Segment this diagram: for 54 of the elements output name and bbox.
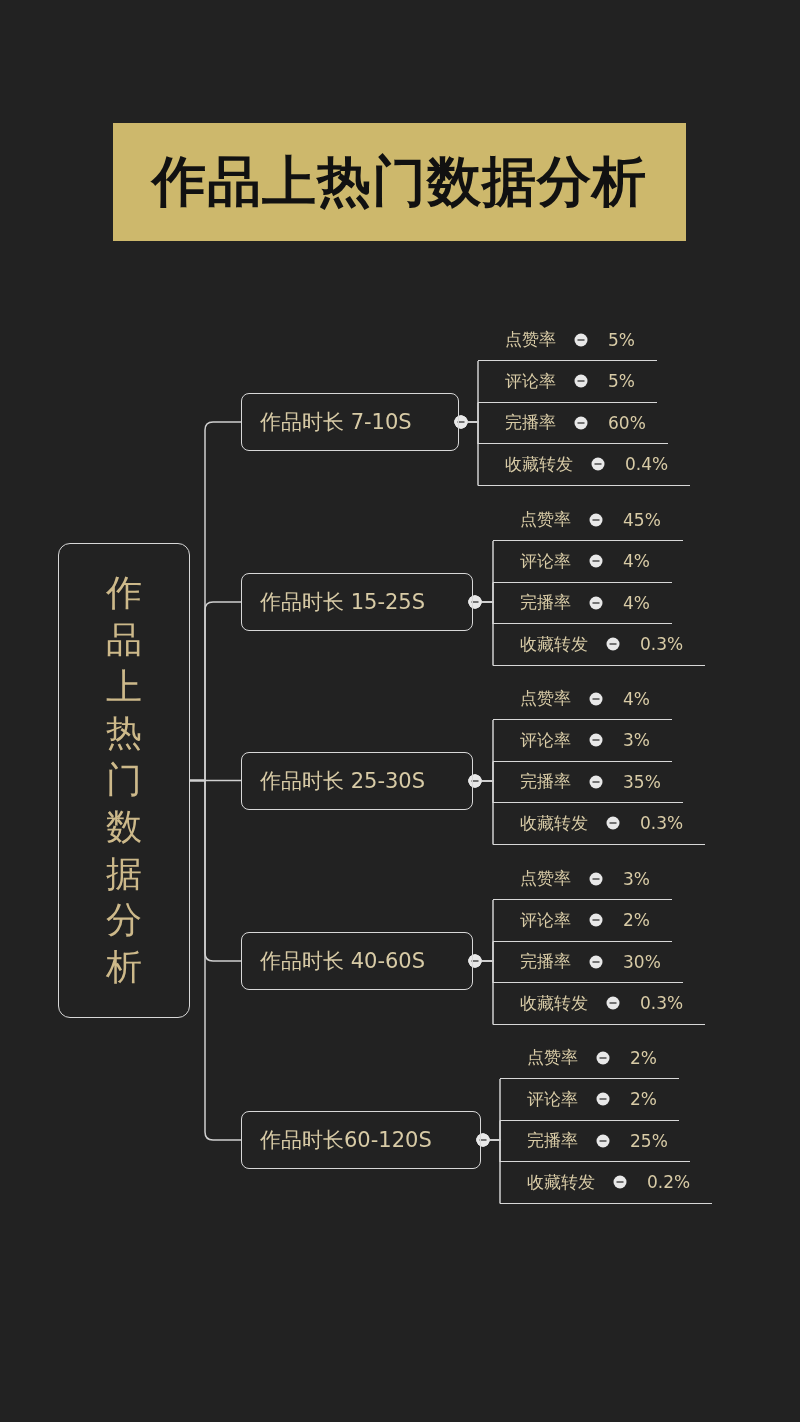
metric-name: 收藏转发: [520, 991, 588, 1015]
metric-name: 点赞率: [520, 687, 571, 710]
metric-value: 0.4%: [625, 454, 669, 474]
metric-value: 45%: [623, 509, 661, 530]
metric-value: 4%: [623, 551, 650, 571]
metric-name: 完播率: [520, 591, 571, 614]
metric-value: 0.3%: [640, 993, 684, 1013]
title-text: 作品上热门数据分析: [152, 148, 647, 215]
connector-line: [189, 779, 242, 1141]
metric-value: 0.3%: [640, 813, 684, 833]
metric-value: 30%: [623, 951, 661, 972]
metric-value: 25%: [630, 1130, 668, 1151]
metric-name: 收藏转发: [505, 452, 573, 476]
metric-name: 收藏转发: [520, 811, 588, 835]
topic-box: 作品时长 15-25S: [241, 573, 473, 631]
metric-value: 4%: [623, 688, 650, 709]
metric-name: 完播率: [505, 411, 556, 434]
connector-line: [467, 953, 494, 1026]
connector-line: [467, 773, 494, 846]
metric-name: 点赞率: [527, 1046, 578, 1069]
connector-line: [453, 414, 479, 487]
metric-value: 5%: [608, 371, 635, 391]
metric-name: 完播率: [520, 770, 571, 793]
metric-name: 评论率: [520, 908, 571, 932]
topic-box: 作品时长 7-10S: [241, 393, 459, 451]
topic-box: 作品时长 25-30S: [241, 752, 473, 810]
metric-value: 3%: [623, 868, 650, 889]
root-topic-box: [58, 543, 190, 1018]
metric-value: 2%: [630, 1089, 657, 1109]
metric-name: 点赞率: [505, 328, 556, 351]
metric-name: 收藏转发: [520, 632, 588, 656]
metric-name: 点赞率: [520, 867, 571, 890]
metric-name: 评论率: [505, 369, 556, 393]
connector-line: [467, 594, 494, 667]
metric-name: 评论率: [520, 549, 571, 573]
topic-box: 作品时长60-120S: [241, 1111, 481, 1169]
metric-name: 点赞率: [520, 508, 571, 531]
metric-value: 0.2%: [647, 1172, 691, 1192]
metric-value: 5%: [608, 329, 635, 350]
metric-value: 4%: [623, 592, 650, 613]
metric-value: 2%: [623, 910, 650, 930]
root-topic-text: 作品上热门数据分析: [106, 570, 142, 990]
metric-value: 3%: [623, 730, 650, 750]
metric-name: 评论率: [527, 1087, 578, 1111]
metric-name: 收藏转发: [527, 1170, 595, 1194]
metric-value: 2%: [630, 1047, 657, 1068]
metric-value: 60%: [608, 412, 646, 433]
metric-name: 完播率: [520, 950, 571, 973]
metric-value: 0.3%: [640, 634, 684, 654]
topic-box: 作品时长 40-60S: [241, 932, 473, 990]
metric-name: 评论率: [520, 728, 571, 752]
metric-name: 完播率: [527, 1129, 578, 1152]
metric-value: 35%: [623, 771, 661, 792]
connector-line: [475, 1132, 501, 1205]
